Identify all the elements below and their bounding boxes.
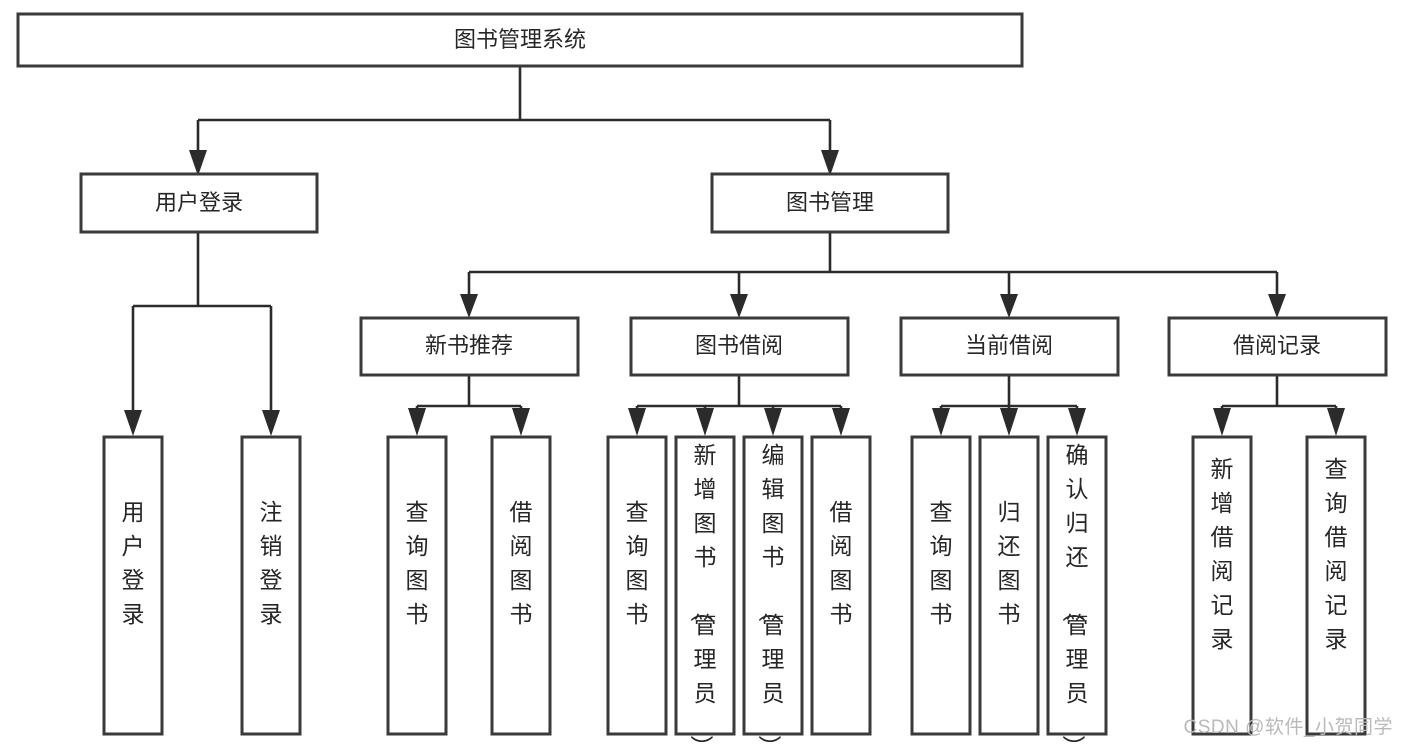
leaf-query-book-1-label: 查询图书 [406, 499, 429, 627]
arrowhead-book-manage [821, 150, 839, 176]
leaf-query-book-2-box[interactable] [606, 435, 668, 736]
leaf-borrow-book-2-label: 借阅图书 [830, 499, 853, 627]
arrowhead-book-borrow [730, 294, 748, 318]
arrowhead-current-borrow [1000, 294, 1018, 318]
node-borrow-record-box[interactable] [1167, 316, 1388, 377]
node-current-borrow[interactable]: 当前借阅 [899, 316, 1120, 377]
leaf-user-login-label: 用户登录 [122, 499, 145, 627]
arrowhead-leaf-query-book-3 [932, 408, 950, 436]
leaf-return-book-label: 归还图书 [998, 499, 1021, 627]
arrowhead-leaf-add-book [696, 408, 714, 436]
arrowhead-leaf-query-record [1327, 408, 1345, 436]
leaf-confirm-return[interactable]: 确认归还（管理员） [1046, 435, 1108, 747]
leaf-confirm-return-label: 确认归还（管理员） [1061, 442, 1089, 747]
node-new-book-recommend[interactable]: 新书推荐 [359, 316, 580, 377]
node-new-book-recommend-label: 新书推荐 [425, 333, 513, 358]
leaf-borrow-book-2-box[interactable] [810, 435, 872, 736]
arrowhead-leaf-return-book [1000, 408, 1018, 436]
leaf-query-record[interactable]: 查询借阅记录 [1305, 435, 1367, 736]
leaf-query-book-3[interactable]: 查询图书 [910, 435, 972, 736]
node-root-system[interactable]: 图书管理系统 [16, 12, 1024, 68]
leaf-query-book-2-label: 查询图书 [626, 499, 649, 627]
arrowhead-leaf-logout [262, 410, 280, 436]
node-borrow-record[interactable]: 借阅记录 [1167, 316, 1388, 377]
leaf-query-record-label: 查询借阅记录 [1325, 456, 1348, 652]
leaf-borrow-book-1-label: 借阅图书 [510, 499, 533, 627]
leaf-add-record-label: 新增借阅记录 [1211, 456, 1234, 652]
node-root-label: 图书管理系统 [454, 27, 586, 52]
leaf-logout-label: 注销登录 [260, 499, 283, 627]
arrowhead-leaf-confirm-return [1068, 408, 1086, 436]
node-book-manage-label: 图书管理 [786, 190, 874, 215]
leaf-edit-book[interactable]: 编辑图书（管理员） [742, 435, 804, 747]
leaf-query-book-1-box[interactable] [386, 435, 448, 736]
leaf-query-book-3-box[interactable] [910, 435, 972, 736]
node-current-borrow-box[interactable] [899, 316, 1120, 377]
connector-layer [124, 66, 1345, 436]
node-current-borrow-label: 当前借阅 [965, 333, 1053, 358]
leaf-logout-box[interactable] [240, 435, 302, 736]
leaf-add-record[interactable]: 新增借阅记录 [1191, 435, 1253, 736]
leaf-return-book[interactable]: 归还图书 [978, 435, 1040, 736]
leaf-edit-book-label: 编辑图书（管理员） [757, 442, 785, 747]
leaf-query-book-2[interactable]: 查询图书 [606, 435, 668, 736]
node-book-manage[interactable]: 图书管理 [710, 172, 950, 234]
arrowhead-leaf-user-login [124, 410, 142, 436]
leaf-query-book-3-label: 查询图书 [930, 499, 953, 627]
arrowhead-leaf-query-book-2 [628, 408, 646, 436]
node-book-borrow-label: 图书借阅 [695, 333, 783, 358]
node-user-login-label: 用户登录 [155, 190, 243, 215]
arrowhead-leaf-add-record [1213, 408, 1231, 436]
arrowhead-user-login [189, 150, 207, 176]
node-root-box[interactable] [16, 12, 1024, 68]
node-new-book-recommend-box[interactable] [359, 316, 580, 377]
leaf-borrow-book-1-box[interactable] [490, 435, 552, 736]
node-book-manage-box[interactable] [710, 172, 950, 234]
leaf-add-book-label: 新增图书（管理员） [689, 442, 717, 747]
arrowhead-leaf-borrow-book-2 [832, 408, 850, 436]
leaf-query-book-1[interactable]: 查询图书 [386, 435, 448, 736]
leaf-add-record-box[interactable] [1191, 435, 1253, 736]
leaf-user-login[interactable]: 用户登录 [102, 435, 164, 736]
arrowhead-leaf-borrow-book-1 [512, 408, 530, 436]
node-user-login-box[interactable] [79, 172, 319, 234]
leaf-query-record-box[interactable] [1305, 435, 1367, 736]
arrowhead-leaf-edit-book [764, 408, 782, 436]
leaf-return-book-box[interactable] [978, 435, 1040, 736]
arrowhead-leaf-query-book-1 [408, 408, 426, 436]
leaf-add-book[interactable]: 新增图书（管理员） [674, 435, 736, 747]
node-borrow-record-label: 借阅记录 [1233, 333, 1321, 358]
leaf-borrow-book-1[interactable]: 借阅图书 [490, 435, 552, 736]
node-book-borrow[interactable]: 图书借阅 [629, 316, 850, 377]
arrowhead-new-book-recommend [460, 294, 478, 318]
leaf-borrow-book-2[interactable]: 借阅图书 [810, 435, 872, 736]
node-user-login[interactable]: 用户登录 [79, 172, 319, 234]
leaf-logout[interactable]: 注销登录 [240, 435, 302, 736]
leaf-user-login-box[interactable] [102, 435, 164, 736]
node-book-borrow-box[interactable] [629, 316, 850, 377]
leaf-confirm-return-box[interactable] [1046, 435, 1108, 736]
leaf-edit-book-box[interactable] [742, 435, 804, 736]
arrowhead-borrow-record [1268, 294, 1286, 318]
leaf-add-book-box[interactable] [674, 435, 736, 736]
